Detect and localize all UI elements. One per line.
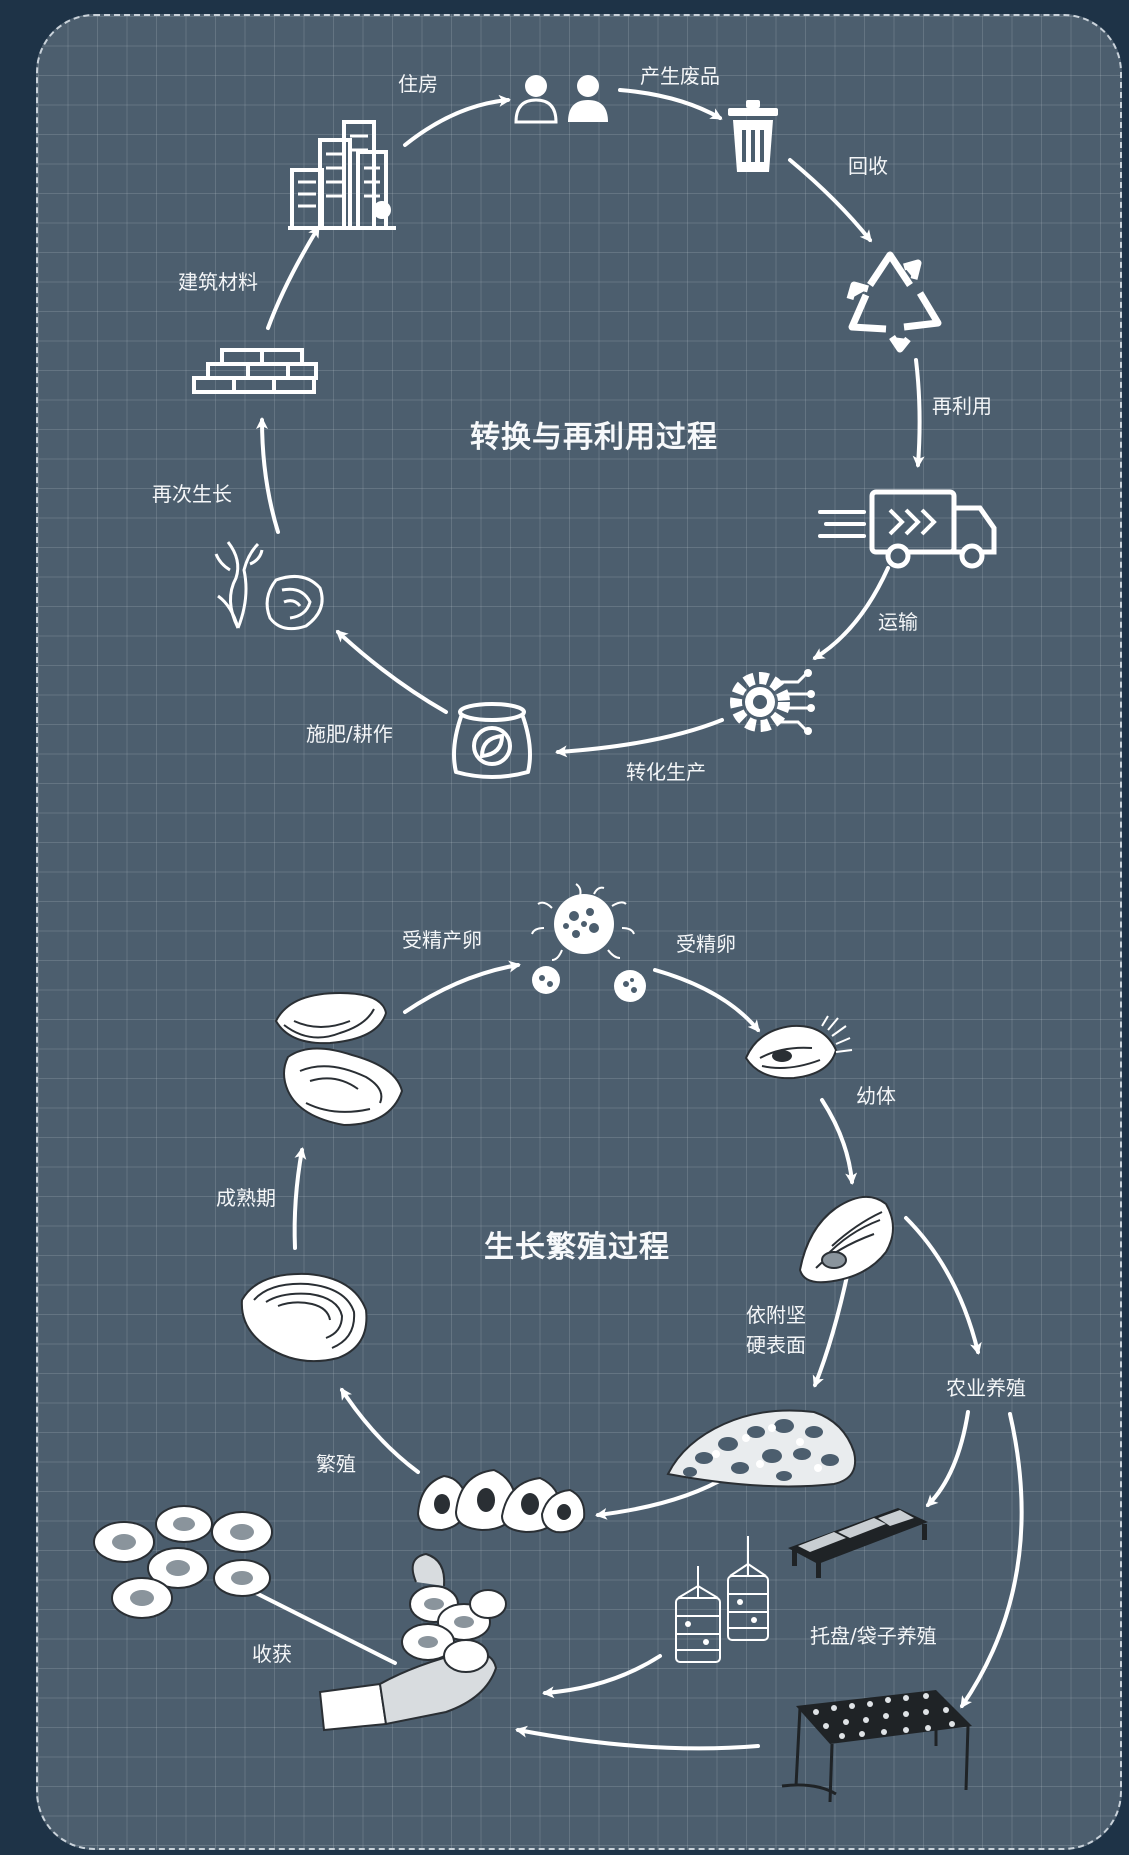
city-buildings-icon: [288, 120, 396, 230]
seaweed-oyster-icon: [214, 541, 324, 631]
hanging-baskets-icon: [675, 1536, 769, 1663]
label-mature: 成熟期: [216, 1186, 276, 1210]
label-regrow: 再次生长: [152, 482, 232, 506]
conversion-cycle-arrows: [256, 88, 925, 758]
label-transport: 运输: [878, 610, 918, 634]
label-reuse: 再利用: [932, 394, 992, 418]
trash-can-icon: [728, 100, 778, 172]
label-harvest: 收获: [252, 1642, 292, 1666]
label-building: 建筑材料: [178, 270, 258, 294]
label-waste: 产生废品: [640, 64, 720, 88]
farming-trays-icon: [788, 1508, 928, 1578]
label-tray: 托盘/袋子养殖: [810, 1624, 937, 1648]
conversion-cycle-title: 转换与再利用过程: [470, 420, 718, 455]
label-attach: 依附坚 硬表面: [746, 1303, 806, 1357]
growth-cycle-title: 生长繁殖过程: [484, 1230, 670, 1265]
single-oyster-icon: [798, 1196, 894, 1284]
label-fertilized: 受精卵: [676, 932, 736, 956]
label-housing: 住房: [398, 72, 438, 96]
gear-circuit-icon: [730, 669, 815, 735]
oyster-rack-icon: [781, 1690, 972, 1803]
opened-oysters-icon: [93, 1505, 273, 1619]
fertilized-egg-icon: [531, 883, 646, 1002]
delivery-truck-icon: [818, 489, 997, 569]
label-breeding: 繁殖: [316, 1452, 356, 1476]
oyster-reef-icon: [666, 1409, 856, 1488]
hand-holding-oysters-icon: [318, 1552, 507, 1732]
label-recycle: 回收: [848, 154, 888, 178]
growth-cycle-arrows: [237, 960, 1024, 1751]
label-production: 转化生产: [626, 760, 706, 784]
people-icon: [514, 75, 608, 124]
oyster-pair-icon: [274, 991, 404, 1127]
bricks-icon: [192, 348, 318, 394]
fertilizer-bag-icon: [452, 702, 532, 779]
recycle-icon: [846, 251, 942, 353]
juvenile-oyster-icon: [744, 1015, 853, 1080]
label-fertilize: 施肥/耕作: [306, 722, 393, 746]
oyster-shell-icon: [240, 1272, 368, 1363]
oyster-cluster-icon: [416, 1468, 586, 1534]
label-juvenile: 幼体: [856, 1084, 896, 1108]
label-spawn: 受精产卵: [402, 928, 482, 952]
label-farming: 农业养殖: [946, 1376, 1026, 1400]
